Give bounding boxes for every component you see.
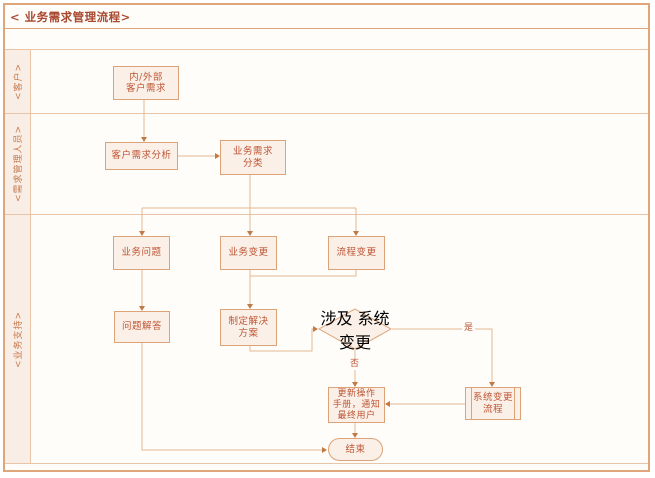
edge-label-no: 否	[348, 359, 362, 370]
diagram-frame: < 业务需求管理流程> <客户> <需求管理人员> <业务支持>	[3, 3, 650, 472]
node-problem-answer[interactable]: 问题解答	[114, 311, 170, 343]
diagram-title: < 业务需求管理流程>	[10, 9, 131, 24]
node-system-change-process-label: 系统变更 流程	[472, 392, 513, 415]
connector-answer-to-end	[141, 343, 322, 451]
connector-decision-yes	[392, 328, 493, 382]
node-process-change[interactable]: 流程变更	[328, 236, 385, 270]
node-end-label: 结束	[345, 443, 366, 455]
connector-process-change-merge	[250, 270, 357, 277]
arrowhead-into-end-left	[322, 447, 327, 453]
node-demand-analysis[interactable]: 客户需求分析	[105, 142, 178, 170]
node-business-problem[interactable]: 业务问题	[113, 236, 170, 270]
swimlane-container: <客户> <需求管理人员> <业务支持>	[5, 49, 648, 464]
arrowhead-into-system-change-process	[489, 382, 495, 387]
node-business-problem-label: 业务问题	[121, 247, 162, 259]
node-system-change-process[interactable]: 系统变更 流程	[465, 387, 521, 420]
diagram-title-bar: < 业务需求管理流程>	[5, 5, 648, 29]
lane-customer: <客户>	[5, 50, 648, 114]
lane-demand-management-staff: <需求管理人员>	[5, 113, 648, 216]
node-demand-classification-label: 业务需求 分类	[232, 146, 273, 169]
arrowhead-into-update-manual-right	[385, 401, 390, 407]
node-make-solution[interactable]: 制定解决 方案	[220, 309, 277, 346]
node-business-change[interactable]: 业务变更	[220, 236, 277, 270]
node-business-change-label: 业务变更	[228, 247, 269, 259]
arrowhead-into-decision	[313, 326, 318, 332]
node-demand-analysis-label: 客户需求分析	[111, 150, 172, 162]
lane-header-business-support[interactable]: <业务支持>	[5, 215, 31, 463]
arrowhead-into-classification	[215, 153, 220, 159]
arrowhead-into-business-problem	[139, 231, 145, 236]
lane-header-customer[interactable]: <客户>	[5, 50, 31, 113]
arrowhead-into-business-change	[247, 231, 253, 236]
arrowhead-into-make-solution	[247, 304, 253, 309]
connector-solution-to-decision	[249, 328, 314, 352]
node-update-manual-label: 更新操作 手册，通知 最终用户	[332, 388, 381, 421]
node-demand-classification[interactable]: 业务需求 分类	[220, 140, 286, 175]
node-end[interactable]: 结束	[328, 438, 383, 461]
arrowhead-into-problem-answer	[139, 306, 145, 311]
arrowhead-into-process-change	[353, 231, 359, 236]
node-update-manual[interactable]: 更新操作 手册，通知 最终用户	[328, 387, 385, 423]
node-process-change-label: 流程变更	[336, 247, 377, 259]
node-involves-system-change[interactable]: 涉及 系统变更	[318, 308, 392, 352]
edge-label-yes: 是	[462, 323, 476, 334]
arrowhead-into-end-top	[352, 433, 358, 438]
decision-diamond-shape	[318, 308, 392, 350]
lane-business-support: <业务支持>	[5, 215, 648, 463]
arrowhead-into-demand-analysis	[141, 137, 147, 142]
node-customer-demand[interactable]: 内/外部 客户需求	[113, 66, 179, 100]
arrowhead-into-update-manual-top	[352, 382, 358, 387]
node-involves-system-change-label: 涉及 系统变更	[320, 309, 390, 352]
lane-header-demand-management-staff[interactable]: <需求管理人员>	[5, 113, 31, 215]
node-make-solution-label: 制定解决 方案	[228, 316, 269, 339]
node-customer-demand-label: 内/外部 客户需求	[125, 71, 166, 95]
node-problem-answer-label: 问题解答	[121, 321, 162, 333]
